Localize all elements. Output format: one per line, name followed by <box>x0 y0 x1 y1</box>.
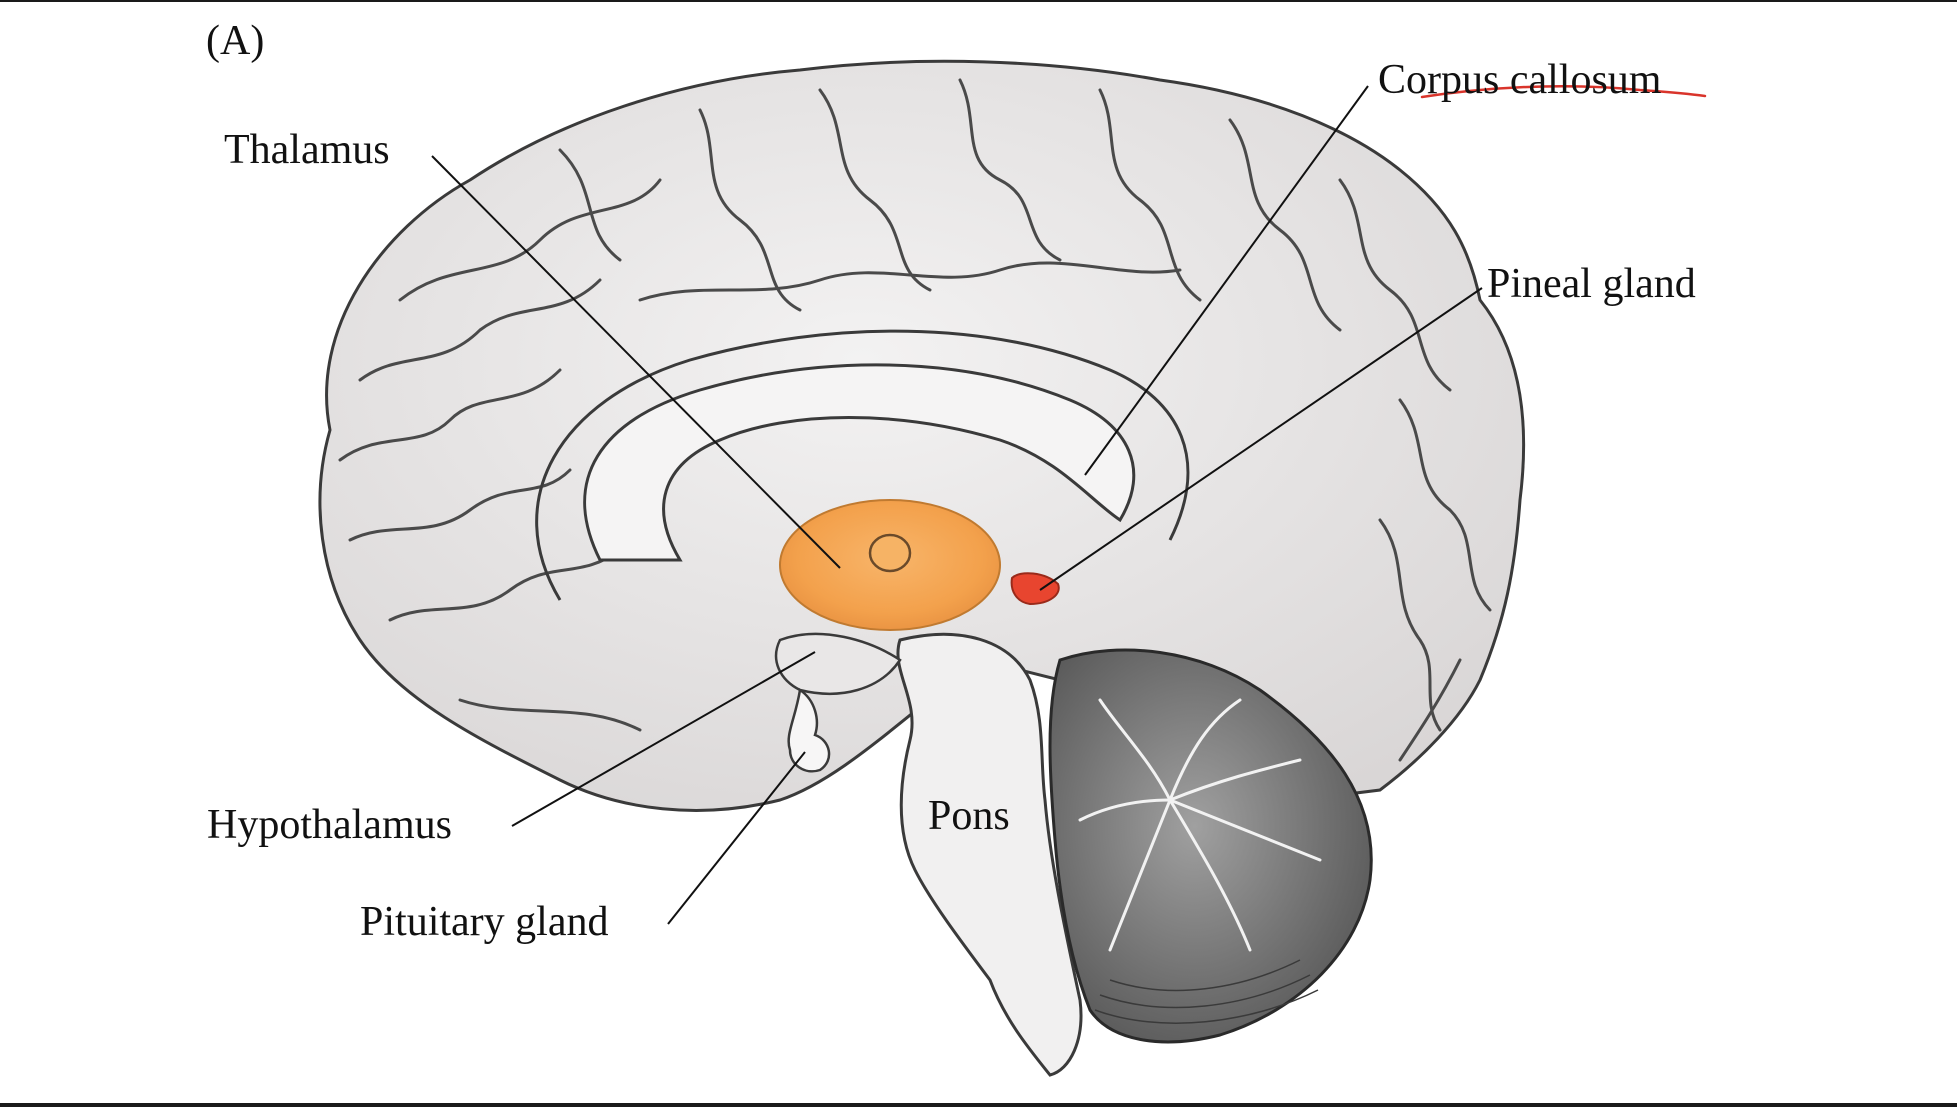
corpus-callosum-shape <box>583 363 1136 562</box>
cerebellum-shape <box>1048 648 1373 1044</box>
leader-lines <box>431 85 1483 925</box>
cerebrum-outline <box>318 59 1526 812</box>
brainstem-shape <box>896 632 1083 1077</box>
cerebellum-ridges <box>1094 959 1319 1024</box>
leader-pineal <box>1039 287 1483 591</box>
bottom-border <box>0 1103 1957 1107</box>
sulci-pattern <box>338 78 1492 762</box>
label-corpus-callosum: Corpus callosum <box>1378 57 1662 103</box>
label-hypothalamus: Hypothalamus <box>207 802 452 848</box>
leader-hypothalamus <box>511 651 816 827</box>
hypothalamus-region <box>774 632 902 695</box>
cingulate-arc <box>535 329 1190 601</box>
label-pons: Pons <box>928 793 1010 839</box>
cerebellum-folia <box>1078 698 1322 952</box>
pineal-gland-region <box>1010 572 1060 606</box>
label-thalamus: Thalamus <box>224 127 390 173</box>
leader-thalamus <box>431 155 841 569</box>
interthalamic-adhesion <box>868 533 912 573</box>
label-pineal-gland: Pineal gland <box>1487 261 1696 307</box>
red-strike-annotation <box>1420 85 1707 99</box>
top-border <box>0 0 1957 2</box>
leader-pituitary <box>667 751 806 925</box>
pituitary-gland-shape <box>787 687 831 773</box>
leader-corpus-callosum <box>1084 85 1369 476</box>
panel-letter: (A) <box>206 18 265 64</box>
label-pituitary-gland: Pituitary gland <box>360 899 609 945</box>
